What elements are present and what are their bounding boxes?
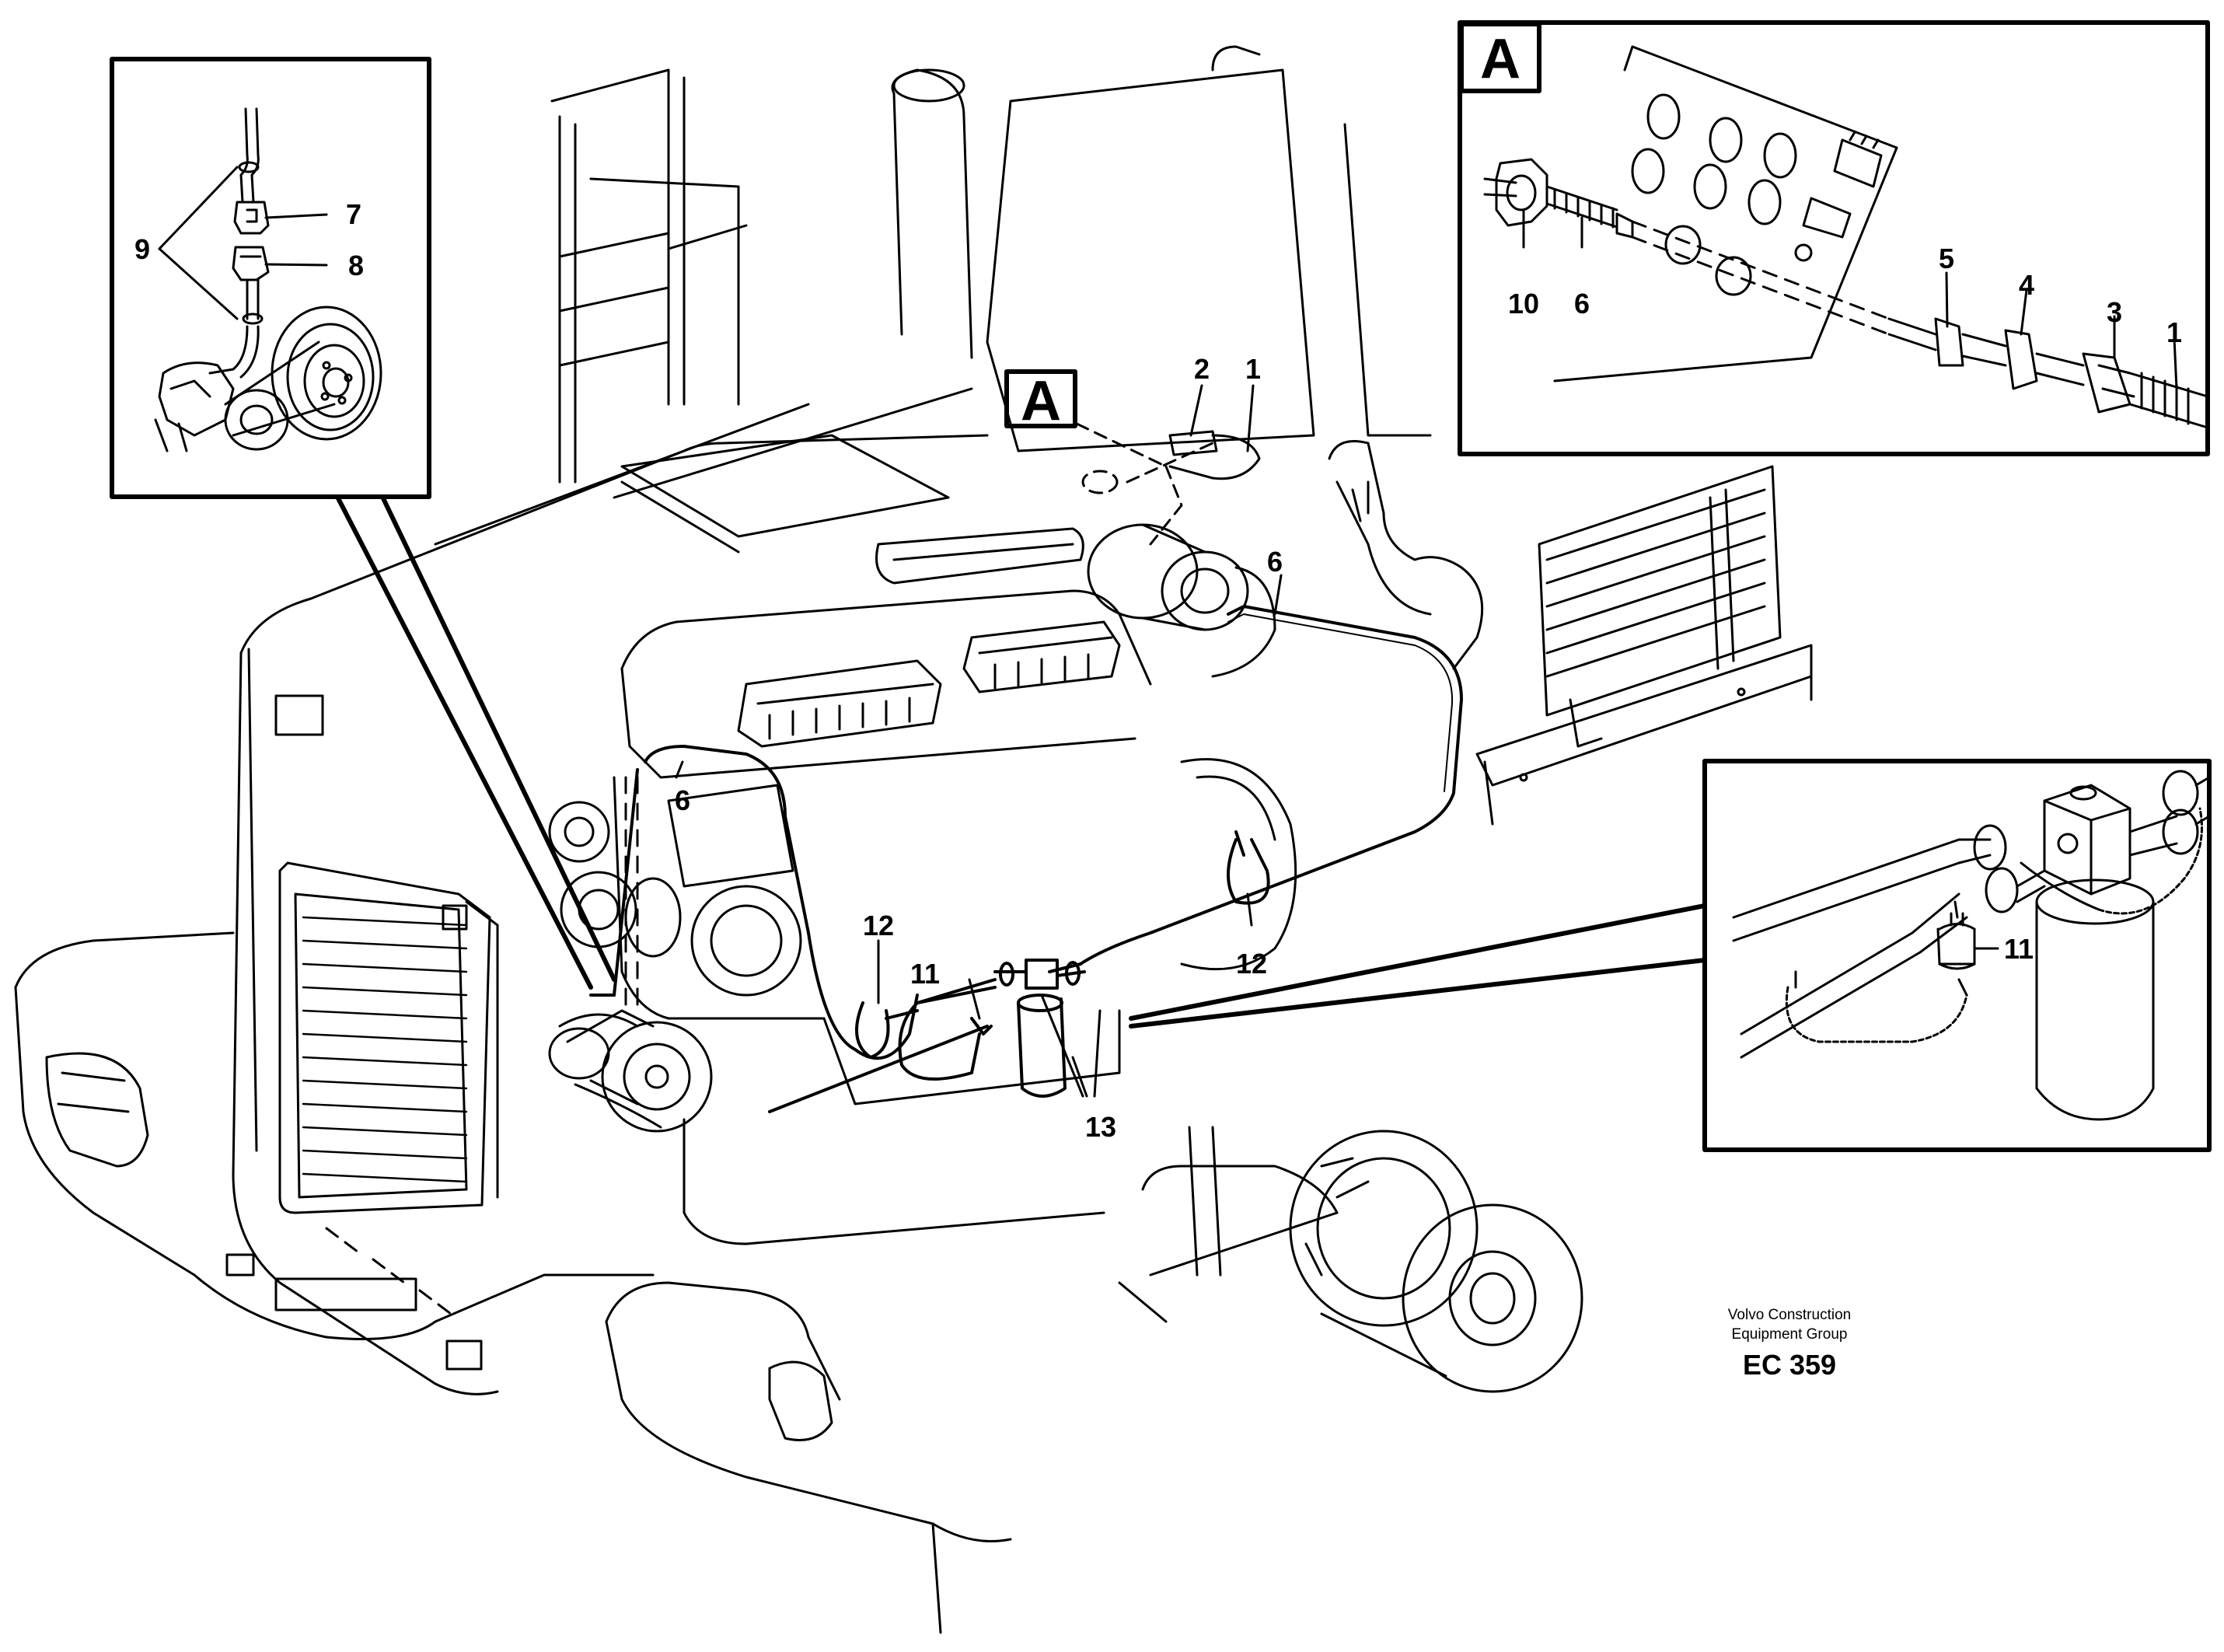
evaporator [1475, 465, 1813, 826]
inset-compressor [110, 57, 616, 990]
condenser-grille [278, 861, 499, 1214]
marker-leaders [1075, 422, 1214, 546]
callout-11-main: 11 [910, 958, 940, 990]
callout-2-main: 2 [1194, 353, 1210, 385]
callout-4-detail: 4 [2019, 269, 2034, 301]
figure-code: EC 359 [1743, 1349, 1836, 1381]
main-marker-frame [1004, 369, 1077, 428]
refrigerant-hoses [589, 605, 1463, 1113]
callout-7-inset: 7 [346, 198, 361, 230]
rear-axle [1118, 1126, 1583, 1393]
parts-1-2-main [1168, 430, 1261, 480]
callout-6-detail: 6 [1574, 288, 1590, 320]
callout-5-detail: 5 [1939, 243, 1954, 274]
callout-8-inset: 8 [348, 250, 364, 281]
callout-leaders [675, 384, 1283, 1098]
callout-labels: 2 1 6 6 12 12 11 13 7 8 9 10 6 5 4 3 1 1… [134, 198, 2182, 1143]
engine-block [548, 523, 1297, 1245]
detail-box-marker-label: A [1480, 28, 1520, 90]
callout-10-detail: 10 [1508, 288, 1539, 320]
callout-13-main: 13 [1085, 1111, 1116, 1143]
main-marker-label: A [1021, 370, 1061, 432]
callout-1-detail: 1 [2166, 316, 2182, 348]
callout-3-detail: 3 [2107, 296, 2122, 328]
inset-drier [1129, 759, 2212, 1152]
detail-a-box [1458, 20, 2210, 456]
callout-9-inset: 9 [134, 233, 150, 265]
publisher-credit: Volvo Construction Equipment Group EC 35… [1728, 1307, 1851, 1381]
callout-6-upper: 6 [1267, 546, 1283, 578]
detail-box-marker-frame [1459, 22, 1541, 93]
callout-11-inset: 11 [2004, 933, 2034, 965]
credit-line-1: Volvo Construction [1728, 1307, 1851, 1323]
machine-body [14, 45, 1484, 1634]
credit-line-2: Equipment Group [1732, 1326, 1848, 1343]
callout-1-main: 1 [1245, 353, 1261, 385]
callout-12-right: 12 [1236, 948, 1267, 980]
callout-12-left: 12 [863, 910, 894, 941]
callout-6-lower: 6 [675, 784, 690, 816]
